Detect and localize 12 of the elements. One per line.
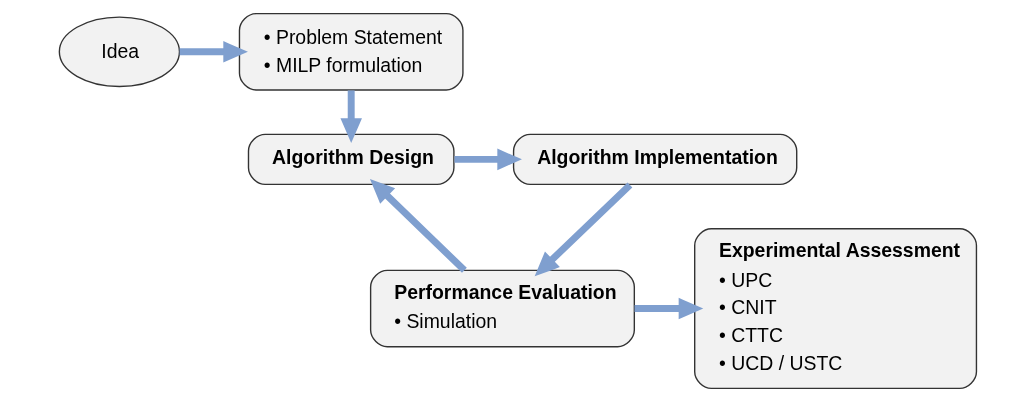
arrow [534,182,633,277]
arrow [634,297,704,320]
node-box: • Problem Statement • MILP formulation [238,12,464,91]
node-box: Performance Evaluation • Simulation [369,269,636,348]
node-box: Algorithm Design [247,133,455,186]
node-box: Algorithm Implementation [512,133,798,186]
arrow [340,90,362,143]
arrow [369,178,467,273]
arrow [454,148,522,171]
node-ellipse: Idea [58,16,181,88]
node-box: Experimental Assessment • UPC • CNIT • CTTC • UCD / USTC [694,228,978,390]
arrow [179,41,248,63]
